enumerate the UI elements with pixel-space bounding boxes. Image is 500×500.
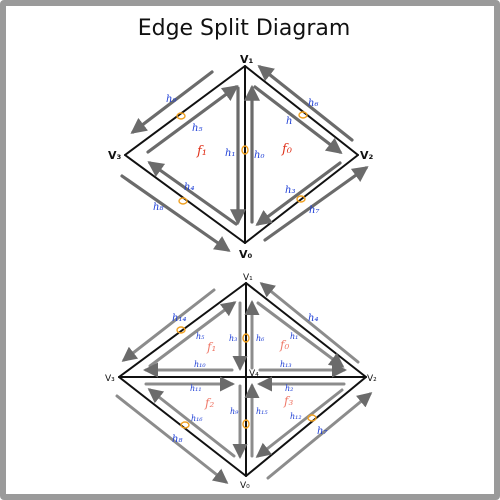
halfedge-label-h11: h₁₁	[190, 384, 202, 393]
halfedge-h8-arrow	[115, 394, 229, 484]
edge-v2-v1	[244, 65, 359, 156]
halfedge-label-h3: h₃	[285, 185, 295, 196]
halfedge-label-h9: h₉	[166, 94, 176, 105]
face-label-f1: f₁	[206, 340, 216, 354]
halfedge-label-h15: h₁₅	[256, 407, 268, 416]
vertex-label-v2: V₂	[360, 149, 374, 162]
halfedge-label-h9: h₉	[230, 407, 239, 416]
halfedge-label-h3: h₃	[229, 334, 237, 343]
halfedge-label-h4: h₄	[308, 313, 318, 324]
halfedge-label-h6: h₆	[256, 334, 265, 343]
diagram-title: Edge Split Diagram	[137, 16, 351, 41]
halfedge-label-h13: h₁₃	[280, 360, 292, 369]
halfedge-label-h16: h₁₆	[191, 414, 203, 423]
halfedge-h7-arrow	[266, 392, 373, 480]
halfedge-label-h8: h₈	[172, 434, 182, 445]
face-label-f0: f₀	[279, 338, 289, 352]
halfedge-label-h1: h₁	[290, 332, 298, 341]
edge-marker	[241, 145, 249, 155]
edge-marker	[180, 421, 190, 429]
vertex-label-v4: V₄	[249, 369, 259, 379]
vertex-label-v1: V₁	[243, 273, 253, 283]
halfedge-label-h1: h₁	[225, 148, 235, 159]
halfedge-h1-arrow	[256, 301, 345, 368]
vertex-label-v1: V₁	[240, 53, 254, 66]
vertex-label-v0: V₀	[240, 481, 250, 491]
halfedge-label-h10: h₁₀	[194, 360, 206, 369]
vertex-label-v3: V₃	[108, 149, 122, 162]
face-label-f3: f₃	[283, 394, 293, 408]
halfedge-h4-arrow	[147, 161, 238, 226]
edge-marker	[298, 111, 308, 119]
halfedge-label-h14: h₁₄	[172, 313, 186, 324]
halfedge-h5-arrow	[146, 85, 239, 154]
halfedge-label-h7: h₇	[317, 426, 327, 437]
halfedge-h14-arrow	[121, 288, 216, 362]
edge-marker	[176, 112, 186, 120]
halfedge-h12-arrow	[255, 388, 344, 458]
edge-marker	[242, 419, 250, 429]
halfedge-h8-arrow	[120, 174, 231, 252]
halfedge-label-h8: h₈	[153, 202, 163, 213]
edge-v0-v2	[245, 376, 367, 477]
edge-v2-v1	[245, 282, 367, 378]
face-label-f1: f₁	[196, 144, 207, 159]
halfedge-h7-arrow	[263, 166, 369, 242]
halfedge-h6-arrow	[257, 65, 354, 142]
halfedge-label-h2: h	[286, 116, 292, 127]
halfedge-label-h12: h₁₂	[290, 412, 302, 421]
face-label-f0: f₀	[281, 142, 293, 157]
top-mesh: V₁ V₃ V₂ V₀ f₁ f₀ h₉ h₅ h₁ h₀ h₆ h h₄ h₈…	[108, 53, 374, 261]
edge-marker	[178, 197, 188, 205]
halfedge-label-h2: h₂	[285, 384, 293, 393]
edge-v0-v2	[244, 154, 359, 244]
edge-marker	[176, 326, 186, 334]
halfedge-h4-arrow	[259, 282, 360, 364]
halfedge-h9-arrow	[130, 70, 214, 134]
edge-marker	[307, 414, 317, 422]
face-label-f2: f₂	[204, 396, 214, 410]
edge-v3-v0	[118, 376, 247, 477]
halfedge-label-h7: h₇	[309, 205, 319, 216]
bottom-mesh: V₁ V₃ V₂ V₄ V₀ f₁ f₀ f₂ f₃ h₁₄ h₅ h₃ h₆ …	[105, 273, 377, 491]
halfedge-h3-arrow	[255, 161, 342, 226]
edge-marker	[242, 333, 250, 343]
edge-v1-v3	[118, 282, 247, 378]
edge-v1-v3	[124, 65, 246, 156]
halfedge-label-h0: h₀	[254, 150, 264, 161]
vertex-label-v2: V₂	[367, 374, 377, 384]
halfedge-label-h4: h₄	[184, 182, 194, 193]
vertex-label-v3: V₃	[105, 374, 115, 384]
edge-marker	[296, 195, 306, 203]
halfedge-h16-arrow	[147, 388, 236, 458]
vertex-label-v0: V₀	[239, 248, 253, 261]
halfedge-label-h5: h₅	[196, 332, 205, 341]
halfedge-h5-arrow	[148, 301, 237, 368]
halfedge-label-h6: h₆	[308, 98, 318, 109]
halfedge-h2-arrow	[253, 85, 343, 154]
halfedge-label-h5: h₅	[192, 123, 202, 134]
